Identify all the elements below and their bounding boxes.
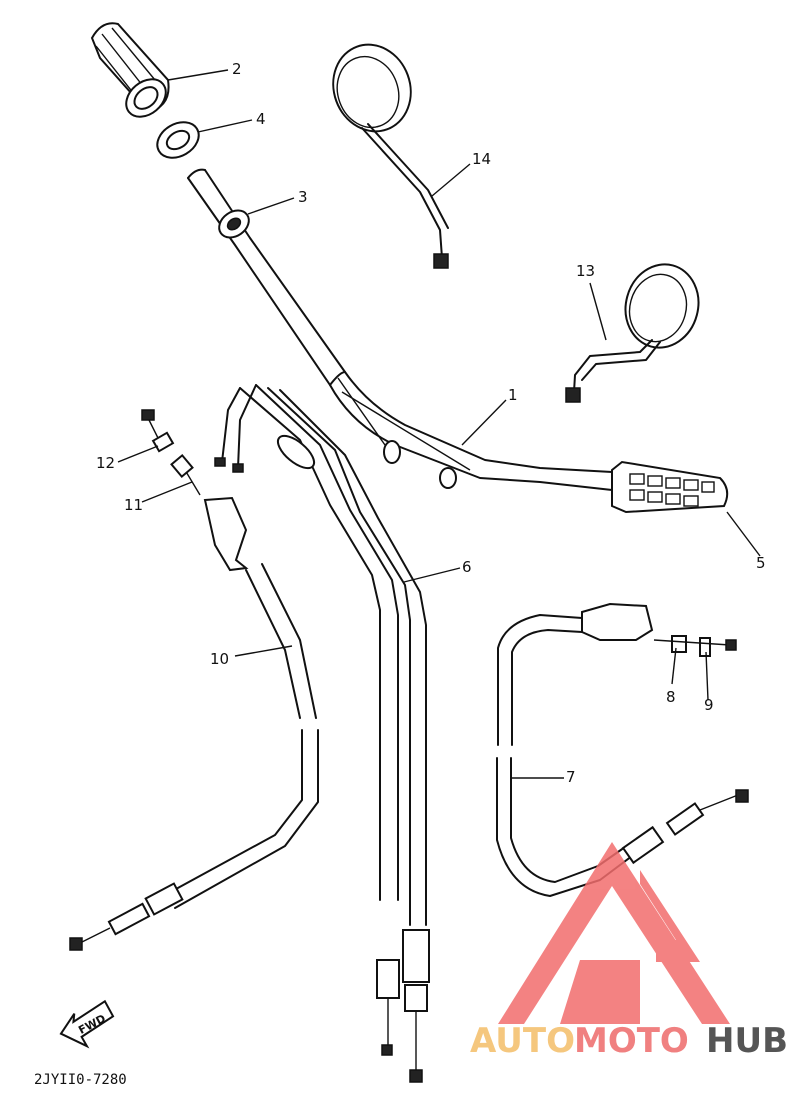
callout-7: 7	[566, 768, 576, 786]
clutch-cable	[69, 409, 319, 951]
callout-6: 6	[462, 558, 472, 576]
right-grip	[611, 460, 729, 514]
watermark-auto: AUTO	[470, 1021, 575, 1061]
handlebar-clamp	[218, 209, 250, 239]
callout-12: 12	[96, 454, 115, 472]
callout-8: 8	[666, 688, 676, 706]
callout-labels: 2 4 3 14 13 1 12 11 6 5 10 8 9 7	[96, 60, 766, 786]
right-mirror	[565, 263, 700, 403]
watermark-text: AUTO MOTO HUB	[470, 1021, 788, 1061]
drawing-code: 2JYII0-7280	[34, 1072, 127, 1088]
lever-cable	[496, 602, 749, 897]
callout-9: 9	[704, 696, 714, 714]
callout-1: 1	[508, 386, 518, 404]
callout-4: 4	[256, 110, 266, 128]
callout-2: 2	[232, 60, 242, 78]
callout-13: 13	[576, 262, 595, 280]
grip-collar	[156, 121, 200, 159]
throttle-cables	[214, 384, 430, 1083]
callout-3: 3	[298, 188, 308, 206]
forward-arrow-icon: FWD	[59, 999, 115, 1049]
leader-lines	[117, 69, 761, 779]
handlebar	[187, 168, 613, 491]
callout-11: 11	[124, 496, 143, 514]
left-mirror	[332, 43, 449, 269]
watermark-moto: MOTO	[574, 1021, 689, 1061]
watermark-hub: HUB	[706, 1021, 788, 1061]
watermark-logo-icon	[498, 842, 730, 1024]
callout-14: 14	[472, 150, 491, 168]
left-grip	[90, 22, 170, 118]
callout-5: 5	[756, 554, 766, 572]
callout-10: 10	[210, 650, 229, 668]
